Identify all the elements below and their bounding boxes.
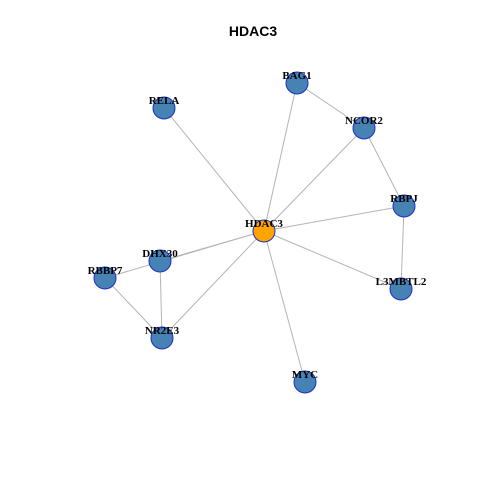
edge-hdac3-rbbp7 [104, 230, 265, 279]
node-nr2e3[interactable] [150, 326, 174, 350]
edge-hdac3-rela [163, 107, 265, 232]
edge-ncor2-rbpj [363, 127, 405, 207]
edges-layer [104, 82, 405, 383]
node-dhx30[interactable] [148, 249, 172, 273]
edge-hdac3-l3mbtl2 [263, 230, 402, 290]
node-label-rela: RELA [149, 95, 180, 107]
node-label-ncor2: NCOR2 [345, 115, 383, 127]
diagram-title: HDAC3 [229, 23, 277, 39]
node-label-rbbp7: RBBP7 [88, 265, 123, 277]
edge-bag1-ncor2 [296, 82, 365, 129]
node-label-nr2e3: NR2E3 [145, 325, 180, 337]
edge-hdac3-myc [263, 230, 306, 383]
edge-hdac3-bag1 [263, 82, 298, 232]
node-rbpj[interactable] [392, 194, 416, 218]
edge-rbbp7-nr2e3 [104, 277, 163, 339]
node-label-rbpj: RBPJ [390, 193, 418, 205]
node-label-hdac3: HDAC3 [245, 218, 283, 230]
node-label-dhx30: DHX30 [142, 248, 178, 260]
edge-dhx30-nr2e3 [159, 260, 163, 339]
edge-rbpj-l3mbtl2 [400, 205, 405, 290]
edge-hdac3-ncor2 [263, 127, 365, 232]
node-rela[interactable] [152, 96, 176, 120]
node-rbbp7[interactable] [93, 266, 117, 290]
nodes-layer [93, 71, 416, 394]
node-label-myc: MYC [292, 369, 318, 381]
node-hdac3[interactable] [252, 219, 276, 243]
node-bag1[interactable] [285, 71, 309, 95]
node-myc[interactable] [293, 370, 317, 394]
edge-hdac3-nr2e3 [161, 230, 265, 339]
node-l3mbtl2[interactable] [389, 277, 413, 301]
node-label-bag1: BAG1 [282, 70, 311, 82]
node-label-l3mbtl2: L3MBTL2 [376, 276, 427, 288]
edge-hdac3-rbpj [263, 205, 405, 232]
node-ncor2[interactable] [352, 116, 376, 140]
